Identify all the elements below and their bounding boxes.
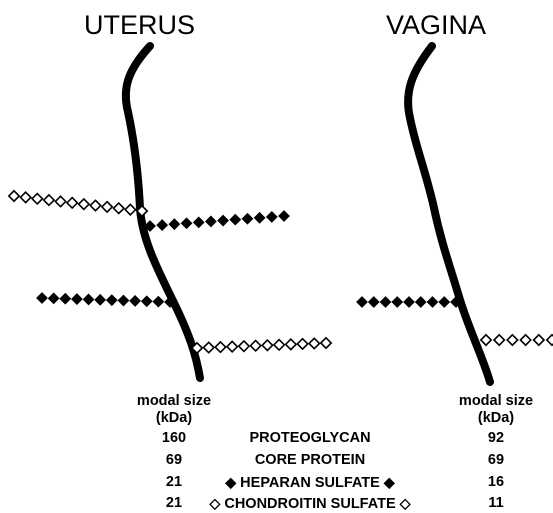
filled-diamond-unit xyxy=(404,297,414,307)
filled-diamond-unit xyxy=(169,219,179,229)
open-diamond-icon: ◇ xyxy=(210,495,221,511)
filled-diamond-unit xyxy=(230,214,240,224)
open-diamond-unit xyxy=(90,200,100,210)
filled-diamond-unit xyxy=(254,213,264,223)
open-diamond-unit xyxy=(547,335,553,345)
uterus-chondroitin-chain-upper xyxy=(9,191,147,216)
filled-diamond-unit xyxy=(181,218,191,228)
open-diamond-unit xyxy=(534,335,544,345)
open-diamond-unit xyxy=(520,335,530,345)
filled-diamond-unit xyxy=(83,294,93,304)
filled-diamond-icon: ◆ xyxy=(384,474,395,490)
vagina-title: VAGINA xyxy=(386,10,486,41)
filled-diamond-unit xyxy=(95,295,105,305)
open-diamond-unit xyxy=(297,339,307,349)
vagina-core-protein xyxy=(408,46,490,382)
open-diamond-unit xyxy=(286,339,296,349)
open-diamond-unit xyxy=(9,191,19,201)
open-diamond-unit xyxy=(494,335,504,345)
filled-diamond-unit xyxy=(218,215,228,225)
chondroitin-sulfate-row: ◇ CHONDROITIN SULFATE ◇ xyxy=(150,495,470,513)
filled-diamond-unit xyxy=(369,297,379,307)
filled-diamond-unit xyxy=(439,297,449,307)
open-diamond-unit xyxy=(274,340,284,350)
vagina-heparan-sulfate-size: 16 xyxy=(434,474,553,491)
heparan-sulfate-label: HEPARAN SULFATE xyxy=(240,475,380,491)
uterus-title: UTERUS xyxy=(84,10,195,41)
open-diamond-unit xyxy=(250,341,260,351)
open-diamond-unit xyxy=(102,202,112,212)
filled-diamond-unit xyxy=(107,295,117,305)
open-diamond-unit xyxy=(20,192,30,202)
uterus-modal-size-header: modal size xyxy=(112,393,236,410)
open-diamond-unit xyxy=(114,203,124,213)
filled-diamond-unit xyxy=(357,297,367,307)
filled-diamond-unit xyxy=(37,293,47,303)
open-diamond-unit xyxy=(32,194,42,204)
filled-diamond-unit xyxy=(194,217,204,227)
filled-diamond-unit xyxy=(118,295,128,305)
vagina-proteoglycan-size: 92 xyxy=(434,430,553,447)
filled-diamond-unit xyxy=(48,293,58,303)
open-diamond-unit xyxy=(67,198,77,208)
filled-diamond-unit xyxy=(279,211,289,221)
vagina-kda-header: (kDa) xyxy=(434,410,553,427)
filled-diamond-unit xyxy=(427,297,437,307)
open-diamond-unit xyxy=(262,340,272,350)
filled-diamond-unit xyxy=(72,294,82,304)
open-diamond-unit xyxy=(125,204,135,214)
filled-diamond-unit xyxy=(267,212,277,222)
filled-diamond-unit xyxy=(157,220,167,230)
filled-diamond-unit xyxy=(206,216,216,226)
filled-diamond-unit xyxy=(416,297,426,307)
uterus-chondroitin-chain-lower xyxy=(192,338,331,353)
vagina-heparan-chain xyxy=(357,297,461,307)
open-diamond-unit xyxy=(309,338,319,348)
uterus-heparan-chain-lower xyxy=(37,293,175,307)
vagina-chondroitin-sulfate-size: 11 xyxy=(434,495,553,512)
uterus-kda-header: (kDa) xyxy=(112,410,236,427)
open-diamond-unit xyxy=(321,338,331,348)
vagina-core-protein-size: 69 xyxy=(434,452,553,469)
uterus-heparan-chain-upper xyxy=(145,211,289,231)
filled-diamond-unit xyxy=(60,294,70,304)
filled-diamond-unit xyxy=(142,296,152,306)
open-diamond-unit xyxy=(227,341,237,351)
open-diamond-unit xyxy=(507,335,517,345)
vagina-modal-size-header: modal size xyxy=(434,393,553,410)
vagina-chondroitin-chain xyxy=(481,335,553,345)
proteoglycan-label: PROTEOGLYCAN xyxy=(150,430,470,447)
filled-diamond-icon: ◆ xyxy=(225,474,236,490)
filled-diamond-unit xyxy=(380,297,390,307)
filled-diamond-unit xyxy=(392,297,402,307)
open-diamond-unit xyxy=(44,195,54,205)
filled-diamond-unit xyxy=(153,296,163,306)
open-diamond-unit xyxy=(204,342,214,352)
open-diamond-unit xyxy=(215,342,225,352)
open-diamond-unit xyxy=(481,335,491,345)
core-protein-label: CORE PROTEIN xyxy=(150,452,470,469)
filled-diamond-unit xyxy=(242,214,252,224)
chondroitin-sulfate-label: CHONDROITIN SULFATE xyxy=(224,496,395,512)
open-diamond-unit xyxy=(239,341,249,351)
open-diamond-icon: ◇ xyxy=(400,495,411,511)
open-diamond-unit xyxy=(79,199,89,209)
heparan-sulfate-row: ◆ HEPARAN SULFATE ◆ xyxy=(150,474,470,492)
filled-diamond-unit xyxy=(130,296,140,306)
open-diamond-unit xyxy=(55,196,65,206)
